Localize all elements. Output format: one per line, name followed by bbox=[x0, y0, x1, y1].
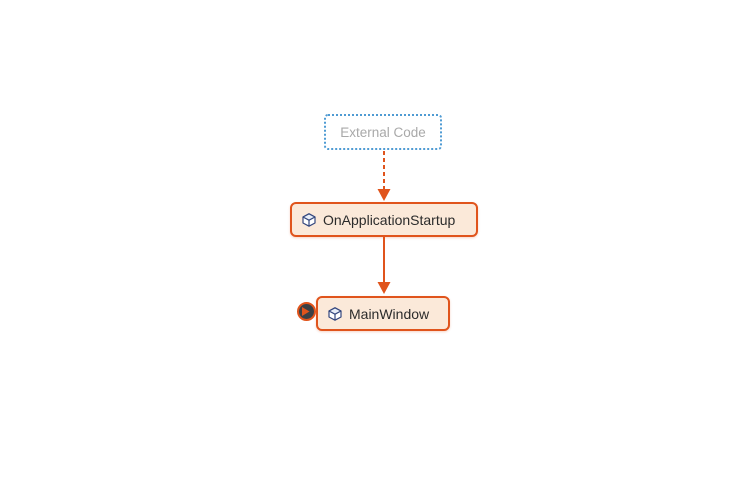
cube-icon bbox=[328, 306, 342, 321]
node-onapplicationstartup[interactable]: OnApplicationStartup bbox=[290, 202, 478, 237]
node-label: OnApplicationStartup bbox=[323, 211, 456, 228]
edge-startup-to-mainwindow[interactable] bbox=[377, 237, 391, 294]
node-label: External Code bbox=[340, 124, 426, 140]
arrowhead-icon bbox=[377, 189, 391, 201]
node-label: MainWindow bbox=[349, 305, 430, 322]
edge-external-to-startup[interactable] bbox=[377, 151, 391, 201]
cube-icon bbox=[302, 212, 316, 227]
play-arrow-icon bbox=[302, 307, 310, 316]
node-external-code[interactable]: External Code bbox=[324, 114, 442, 150]
arrowhead-icon bbox=[377, 282, 391, 294]
expand-incoming-links-badge[interactable] bbox=[297, 302, 316, 321]
node-mainwindow[interactable]: MainWindow bbox=[316, 296, 450, 331]
